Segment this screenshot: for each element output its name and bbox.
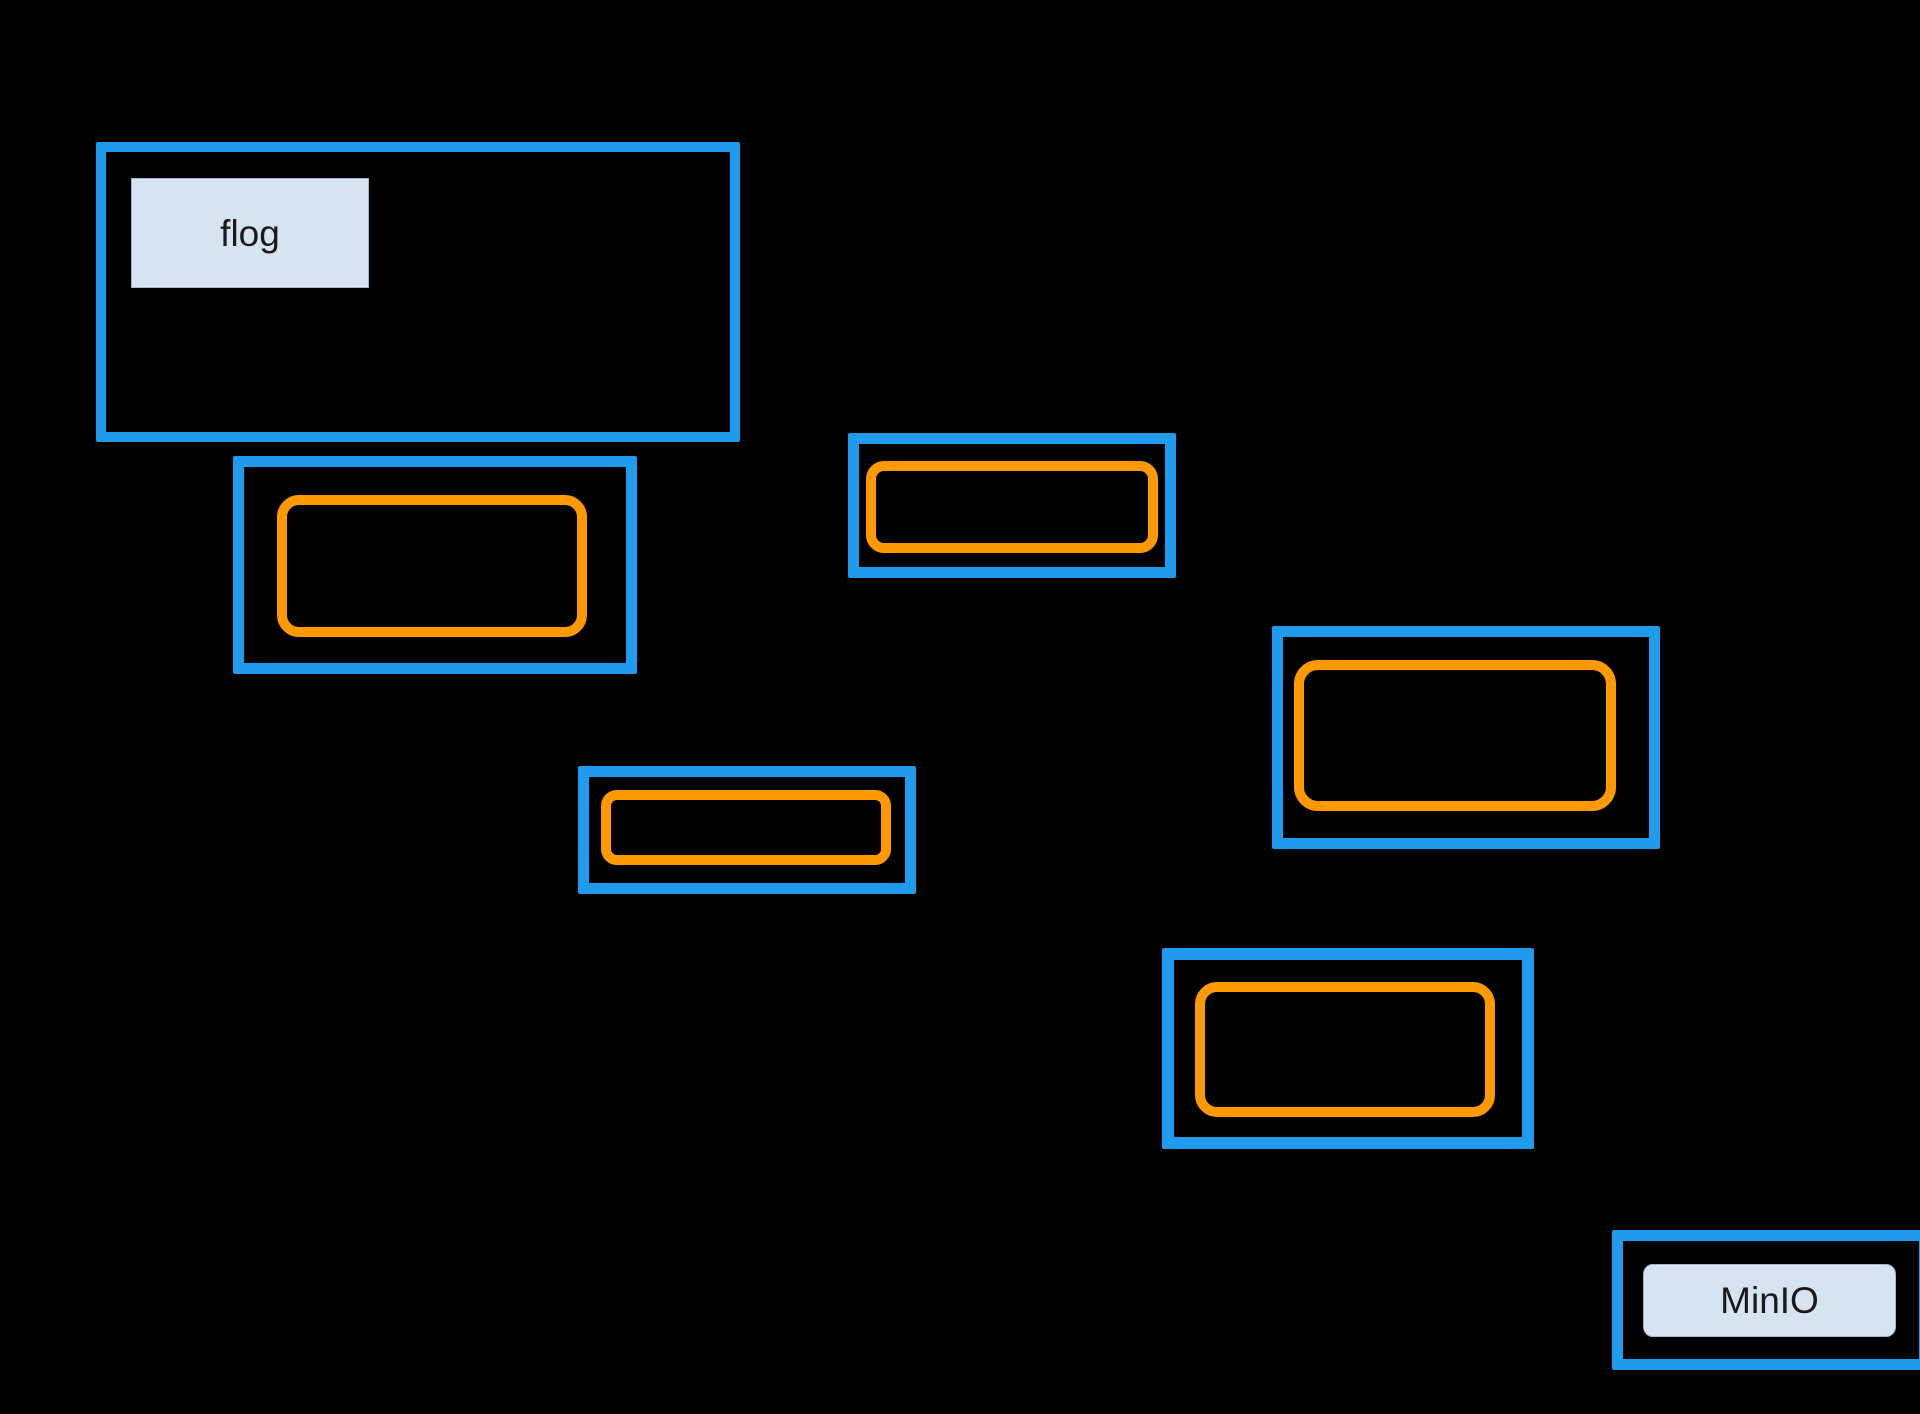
annotation-orange-box-2[interactable]	[866, 461, 1158, 553]
annotation-orange-box-3[interactable]	[1294, 660, 1616, 811]
annotation-blue-box-1[interactable]	[96, 142, 740, 442]
annotation-blue-box-5[interactable]	[578, 766, 916, 894]
annotation-orange-box-5[interactable]	[1195, 982, 1495, 1117]
annotation-blue-box-3[interactable]	[848, 433, 1176, 578]
annotation-orange-box-4[interactable]	[601, 790, 891, 865]
annotation-orange-box-1[interactable]	[277, 495, 587, 637]
node-minio[interactable]: MinIO	[1643, 1264, 1896, 1337]
node-flog[interactable]: flog	[131, 178, 369, 288]
annotation-blue-box-4[interactable]	[1272, 626, 1660, 849]
annotation-blue-box-2[interactable]	[233, 456, 637, 674]
annotation-blue-box-6[interactable]	[1162, 948, 1534, 1149]
